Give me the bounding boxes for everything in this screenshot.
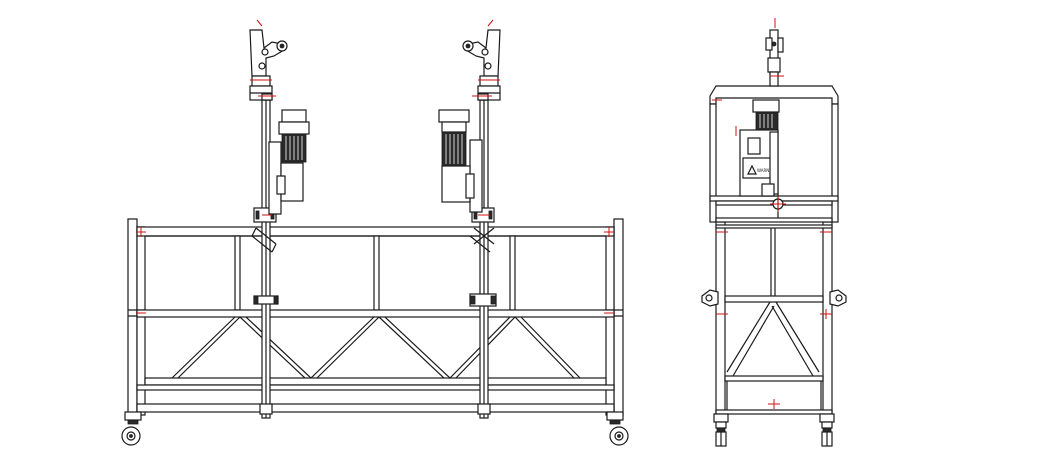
- warning-triangle-icon: [747, 164, 757, 175]
- front-left-hoist: [268, 109, 310, 215]
- front-right-hoist: [438, 109, 483, 213]
- front-left-safety-lock: [249, 29, 288, 101]
- front-right-safety-lock: [462, 29, 501, 101]
- side-lower-frame: [715, 228, 833, 415]
- front-elevation-view: [121, 19, 629, 446]
- side-safety-lock: [765, 29, 784, 87]
- warning-label: WARNING: [757, 168, 777, 173]
- front-top-guardrail: [136, 226, 615, 237]
- side-right-caster-wheel-icon: [819, 413, 835, 447]
- front-bottom-deck: [136, 377, 615, 413]
- front-center-markers: [136, 19, 614, 314]
- side-left-pivot: [701, 289, 719, 307]
- side-elevation-view: WARNING: [701, 18, 847, 447]
- side-center-markers: [712, 18, 832, 409]
- side-right-pivot: [829, 289, 847, 307]
- front-truss-bracing: [171, 316, 581, 379]
- front-mid-rail: [136, 309, 615, 318]
- side-hoist-and-control-box: WARNING: [739, 99, 784, 218]
- side-left-caster-wheel-icon: [713, 413, 729, 447]
- front-left-caster-wheel-icon: [121, 411, 142, 446]
- front-right-caster-wheel-icon: [606, 411, 629, 446]
